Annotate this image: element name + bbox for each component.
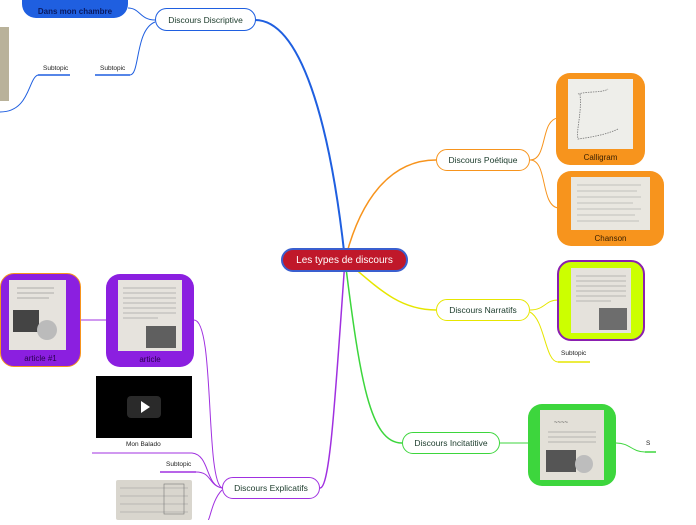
narratif-photo <box>571 268 631 333</box>
incitatif-page: ~~~~ <box>546 420 596 473</box>
connector-narratif-card <box>529 299 559 311</box>
notebook-sketch <box>120 483 188 515</box>
card-calligram[interactable]: Calligram <box>556 73 645 165</box>
subtopic-explicatifs[interactable]: Subtopic <box>166 461 192 468</box>
calligram-sketch <box>577 88 619 140</box>
card-dans-mon-chambre[interactable]: Dans mon chambre <box>22 0 128 18</box>
chanson-lines <box>577 184 641 222</box>
card-caption: article #1 <box>24 354 57 363</box>
card-incitatif-image[interactable]: ~~~~ <box>528 404 616 486</box>
article-1-page <box>13 287 57 340</box>
connector-chanson <box>529 159 559 209</box>
root-node[interactable]: Les types de discours <box>281 248 408 272</box>
card-caption: article <box>139 355 161 364</box>
connector-explicatif-card <box>207 489 223 520</box>
video-caption: Mon Balado <box>126 441 161 448</box>
article-page <box>123 287 176 348</box>
article-photo <box>118 280 182 351</box>
connector-descriptive <box>254 19 346 261</box>
chanson-photo <box>571 177 650 230</box>
connector-incitatif-sub <box>615 442 646 453</box>
branch-label: Discours Incitatitive <box>414 438 488 448</box>
play-button[interactable] <box>127 396 161 418</box>
card-caption: Calligram <box>583 153 618 162</box>
connector-poetique <box>344 159 437 261</box>
calligram-photo <box>568 79 633 149</box>
card-caption: Dans mon chambre <box>37 7 113 16</box>
branch-discours-narratifs[interactable]: Discours Narratifs <box>436 299 530 321</box>
branch-label: Discours Narratifs <box>449 305 517 315</box>
narratif-page <box>576 275 627 330</box>
branch-discours-descriptive[interactable]: Discours Discriptive <box>155 8 256 31</box>
connector-explicatifs <box>319 259 346 489</box>
root-label: Les types de discours <box>296 254 393 266</box>
card-article[interactable]: article <box>106 274 194 367</box>
photo-thumbnail <box>0 27 9 101</box>
connector-narratif-sub <box>529 311 559 363</box>
branch-discours-poetique[interactable]: Discours Poétique <box>436 149 530 171</box>
branch-label: Discours Discriptive <box>168 14 243 25</box>
connector-descriptive-sub <box>129 21 156 76</box>
card-article-1[interactable]: article #1 <box>0 273 81 367</box>
branch-discours-explicatifs[interactable]: Discours Explicatifs <box>222 477 320 499</box>
connector-explicatif-article <box>193 319 223 489</box>
connector-descriptive-card <box>127 7 156 21</box>
card-caption: Chanson <box>594 234 627 243</box>
subtopic-descriptive-a[interactable]: Subtopic <box>43 65 69 72</box>
subtopic-narratifs[interactable]: Subtopic <box>561 350 587 357</box>
card-narratif-image[interactable] <box>557 260 645 341</box>
article-1-photo <box>9 280 66 350</box>
connector-desc-left <box>0 74 39 113</box>
card-chanson[interactable]: Chanson <box>557 171 664 246</box>
video-player[interactable] <box>96 376 192 438</box>
branch-label: Discours Poétique <box>448 155 518 165</box>
photo-thumbnail-bottom[interactable] <box>116 480 192 520</box>
branch-label: Discours Explicatifs <box>234 483 308 493</box>
subtopic-incitatifs[interactable]: S <box>646 440 651 447</box>
connector-incitatifs <box>344 259 403 444</box>
play-icon <box>140 401 150 413</box>
svg-text:~~~~: ~~~~ <box>554 420 569 426</box>
connector-explicatif-video <box>191 452 223 489</box>
branch-discours-incitatifs[interactable]: Discours Incitatitive <box>402 432 500 454</box>
incitatif-photo: ~~~~ <box>540 410 604 480</box>
subtopic-descriptive-b[interactable]: Subtopic <box>100 65 126 72</box>
connector-calligram <box>529 117 559 161</box>
connector-explicatif-sub <box>195 471 223 489</box>
